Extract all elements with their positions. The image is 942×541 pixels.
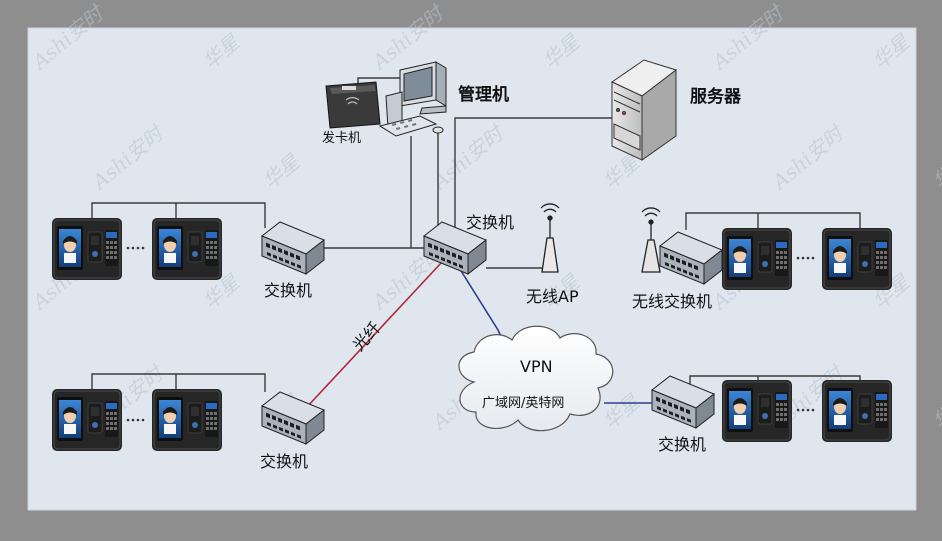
label-vpn: VPN xyxy=(520,357,553,376)
terminal-left-bottom-2 xyxy=(151,388,223,452)
label-manager-pc: 管理机 xyxy=(458,84,509,105)
label-card-issuer: 发卡机 xyxy=(322,130,361,146)
terminal-left-top-1 xyxy=(51,217,123,281)
label-server: 服务器 xyxy=(690,86,742,107)
ellipsis-dots xyxy=(126,246,815,422)
card-issuer-icon xyxy=(325,81,381,129)
wireless-ap-icon xyxy=(540,203,560,273)
label-switch-right-bottom: 交换机 xyxy=(658,435,706,454)
wireless-switch-antenna-icon xyxy=(641,207,661,273)
connection-lines xyxy=(91,77,861,392)
terminal-right-bottom-1 xyxy=(721,379,793,443)
watermark-text: 华星 xyxy=(928,389,942,434)
terminal-right-bottom-2 xyxy=(821,379,893,443)
terminal-right-top-1 xyxy=(721,227,793,291)
label-wireless-switch: 无线交换机 xyxy=(632,292,712,311)
fiber-line xyxy=(305,261,443,409)
terminal-left-top-2 xyxy=(151,217,223,281)
watermark-mark: 华星 xyxy=(928,389,942,434)
vpn-cloud-icon xyxy=(458,325,614,432)
watermark-mark: 华星 xyxy=(928,149,942,194)
terminal-left-bottom-1 xyxy=(51,388,123,452)
label-switch-left-bottom: 交换机 xyxy=(260,452,308,471)
label-wireless-ap: 无线AP xyxy=(526,287,579,306)
terminal-right-top-2 xyxy=(821,227,893,291)
label-wan: 广域网/英特网 xyxy=(482,396,564,411)
watermark-text: 华星 xyxy=(928,149,942,194)
label-switch-center: 交换机 xyxy=(466,213,514,232)
label-switch-left-top: 交换机 xyxy=(264,281,312,300)
manager-pc-icon xyxy=(378,61,447,137)
server-icon xyxy=(610,59,678,161)
